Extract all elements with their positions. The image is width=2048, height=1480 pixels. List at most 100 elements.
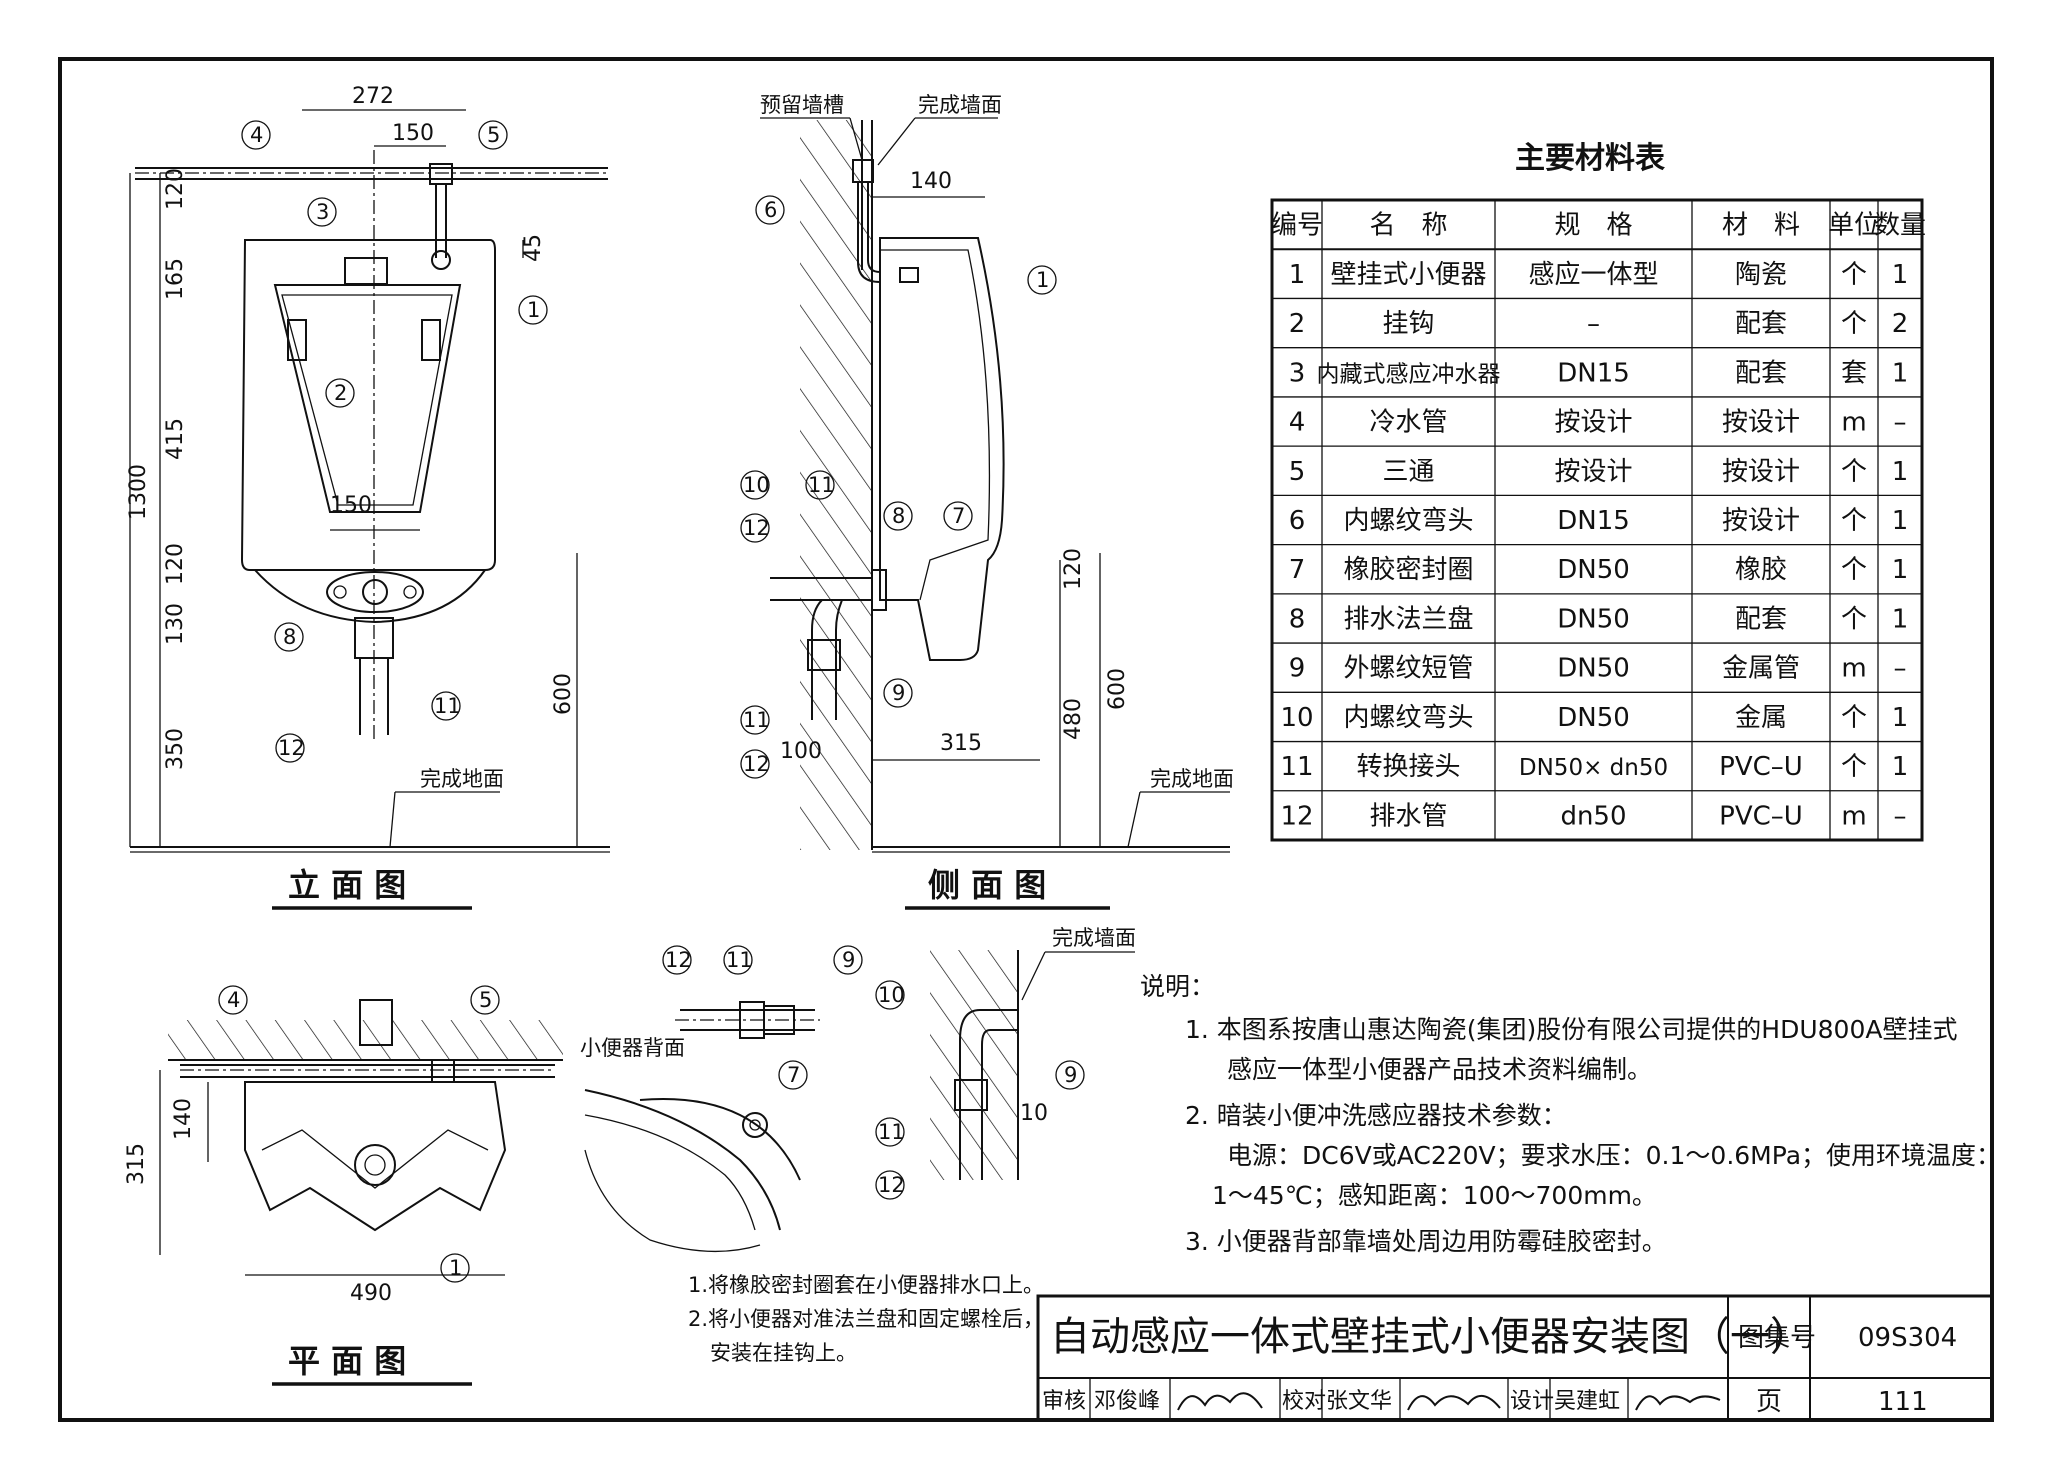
table-cell: 5 xyxy=(1289,457,1306,487)
table-cell: DN15 xyxy=(1557,506,1630,536)
table-cell: 10 xyxy=(1280,703,1313,733)
urinal-body-elevation xyxy=(240,239,496,571)
side-callout-1: 1 xyxy=(1027,265,1057,295)
svg-text:1: 1 xyxy=(527,298,540,322)
side-callout-12-bottom: 12 xyxy=(740,749,770,779)
drawing-title: 自动感应一体式壁挂式小便器安装图（一） xyxy=(1050,1314,1810,1360)
table-cell: 12 xyxy=(1280,801,1313,831)
svg-text:4: 4 xyxy=(227,988,240,1012)
detail3-callout-10: 10 xyxy=(875,980,905,1010)
svg-text:9: 9 xyxy=(842,948,855,972)
detail1-callout-12: 12 xyxy=(662,945,692,975)
svg-text:3. 小便器背部靠墙处周边用防霉硅胶密封。: 3. 小便器背部靠墙处周边用防霉硅胶密封。 xyxy=(1185,1227,1667,1256)
svg-text:4: 4 xyxy=(250,123,263,147)
callout-8: 8 xyxy=(274,622,304,652)
detail3-callout-12: 12 xyxy=(875,1170,905,1200)
table-header-cell: 数量 xyxy=(1874,211,1926,241)
detail3-dim-10: 10 xyxy=(1020,1101,1048,1126)
side-callout-7: 7 xyxy=(943,501,973,531)
design-signature xyxy=(1635,1395,1721,1411)
table-cell: DN50 xyxy=(1557,604,1630,634)
dim-350: 350 xyxy=(163,728,188,770)
dim-45: 45 xyxy=(521,234,546,262)
dim-150-top: 150 xyxy=(392,121,434,146)
table-cell: DN50 xyxy=(1557,555,1630,585)
svg-text:2: 2 xyxy=(334,381,347,405)
table-cell: 按设计 xyxy=(1722,457,1800,487)
table-cell: 个 xyxy=(1841,260,1867,290)
dim-272: 272 xyxy=(352,84,394,109)
table-cell: 个 xyxy=(1841,506,1867,536)
side-view: 预留墙槽 完成墙面 140 120 480 600 315 100 完成地面 6… xyxy=(740,93,1234,910)
design-label: 设计 xyxy=(1510,1389,1554,1414)
side-callout-6: 6 xyxy=(755,195,785,225)
table-cell: m xyxy=(1841,801,1866,831)
table-cell: 1 xyxy=(1289,260,1306,290)
svg-text:9: 9 xyxy=(892,681,905,705)
svg-text:感应一体型小便器产品技术资料编制。: 感应一体型小便器产品技术资料编制。 xyxy=(1227,1055,1652,1084)
page-number: 111 xyxy=(1878,1387,1928,1417)
dim-130: 130 xyxy=(163,603,188,645)
table-cell: DN50 xyxy=(1557,703,1630,733)
table-cell: – xyxy=(1894,801,1907,831)
elevation-view: 272 150 120 45 165 415 1300 150 120 130 … xyxy=(126,84,610,910)
svg-text:10: 10 xyxy=(743,473,770,497)
check-signature xyxy=(1407,1395,1501,1411)
table-cell: DN50× dn50 xyxy=(1519,755,1668,781)
review-label: 审核 xyxy=(1042,1389,1086,1414)
svg-text:11: 11 xyxy=(434,694,461,718)
table-cell: 套 xyxy=(1841,358,1867,388)
svg-text:6: 6 xyxy=(764,198,777,222)
table-cell: 1 xyxy=(1892,358,1909,388)
page-label: 页 xyxy=(1756,1387,1782,1417)
side-dim-315: 315 xyxy=(940,731,982,756)
plan-title: 平 面 图 xyxy=(288,1342,406,1380)
table-cell: 橡胶 xyxy=(1735,555,1787,585)
side-dim-480: 480 xyxy=(1061,698,1086,740)
table-cell: 4 xyxy=(1289,408,1306,438)
table-cell: 1 xyxy=(1892,703,1909,733)
svg-text:11: 11 xyxy=(878,1120,905,1144)
plan-dim-315: 315 xyxy=(124,1143,149,1185)
table-cell: 1 xyxy=(1892,555,1909,585)
callout-2: 2 xyxy=(325,378,355,408)
table-cell: 6 xyxy=(1289,506,1306,536)
table-cell: 7 xyxy=(1289,555,1306,585)
table-cell: 外螺纹短管 xyxy=(1343,654,1473,684)
table-cell: 个 xyxy=(1841,309,1867,339)
plan-callout-5: 5 xyxy=(470,985,500,1015)
side-dim-100: 100 xyxy=(780,739,822,764)
side-title: 侧 面 图 xyxy=(928,866,1046,904)
side-callout-11-top: 11 xyxy=(805,470,835,500)
side-callout-12-top: 12 xyxy=(740,513,770,543)
detail2-callout-7: 7 xyxy=(778,1060,808,1090)
floor-label: 完成地面 xyxy=(420,767,504,791)
svg-text:2. 暗装小便冲洗感应器技术参数：: 2. 暗装小便冲洗感应器技术参数： xyxy=(1185,1101,1567,1130)
svg-text:11: 11 xyxy=(808,473,835,497)
detail-elbow: 完成墙面 10 10 9 11 12 xyxy=(875,926,1136,1200)
svg-text:电源：DC6V或AC220V；要求水压：0.1～0.6MPa: 电源：DC6V或AC220V；要求水压：0.1～0.6MPa；使用环境温度： xyxy=(1227,1141,2001,1170)
table-cell: DN50 xyxy=(1557,654,1630,684)
detail-back-seal: 小便器背面 7 xyxy=(580,1036,808,1253)
materials-table-title: 主要材料表 xyxy=(1515,141,1665,176)
table-cell: 冷水管 xyxy=(1369,408,1447,438)
detail-pipe-joint: 12 11 9 xyxy=(662,945,863,1039)
table-cell: 陶瓷 xyxy=(1735,260,1787,290)
install-notes: 1.将橡胶密封圈套在小便器排水口上。 2.将小便器对准法兰盘和固定螺栓后， 安装… xyxy=(688,1273,1044,1365)
callout-12: 12 xyxy=(275,733,305,763)
title-block: 自动感应一体式壁挂式小便器安装图（一） 图集号 09S304 页 111 审核 … xyxy=(1036,1294,1994,1422)
callout-3: 3 xyxy=(307,197,337,227)
callout-11: 11 xyxy=(431,691,461,721)
table-header-cell: 编号 xyxy=(1271,211,1323,241)
dim-415: 415 xyxy=(163,418,188,460)
plan-dim-140: 140 xyxy=(171,1098,196,1140)
svg-text:10: 10 xyxy=(878,983,905,1007)
table-cell: 按设计 xyxy=(1722,408,1800,438)
plan-view: 140 315 490 4 5 1 平 面 图 xyxy=(124,985,563,1386)
table-cell: 三通 xyxy=(1382,457,1434,487)
table-cell: 按设计 xyxy=(1554,457,1632,487)
table-cell: 转换接头 xyxy=(1356,752,1460,782)
callout-1: 1 xyxy=(518,295,548,325)
